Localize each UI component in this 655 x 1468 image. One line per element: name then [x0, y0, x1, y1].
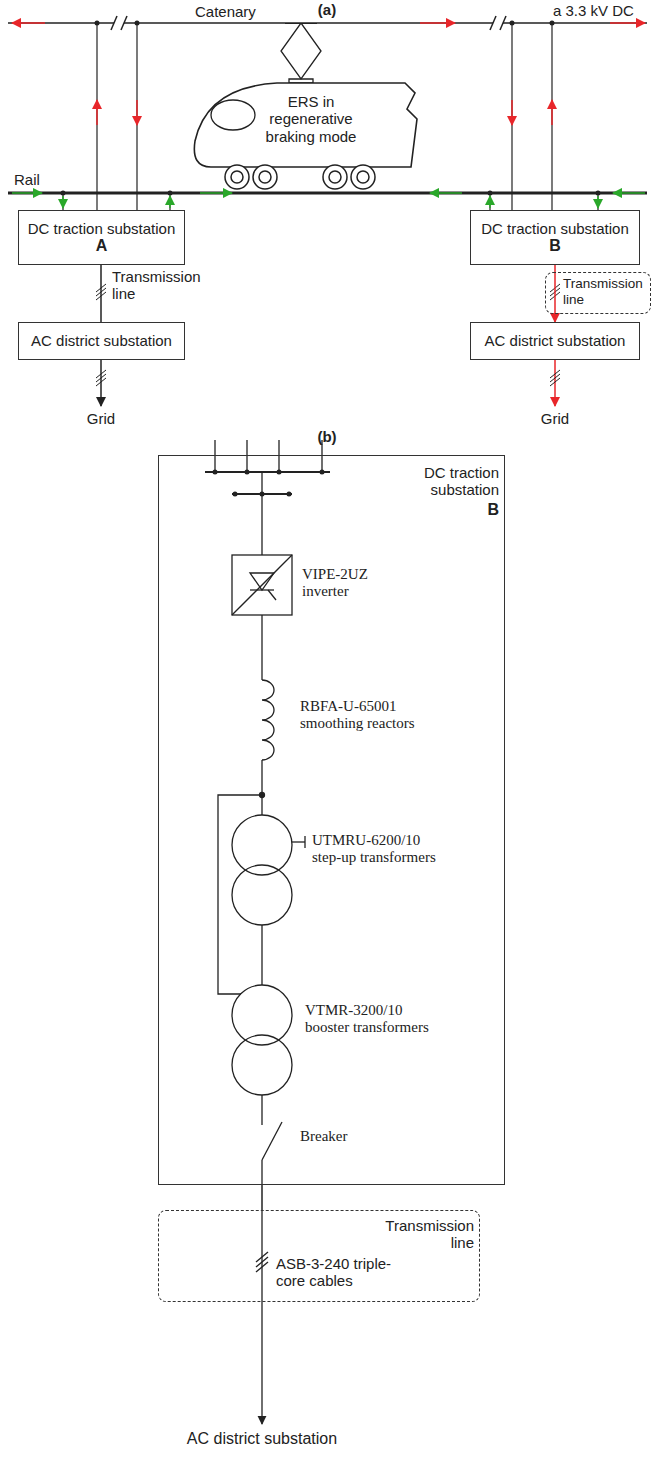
component-label: UTMRU-6200/10 step-up transformers	[312, 832, 452, 867]
junction-dots	[61, 21, 601, 196]
district-substation-box: AC district substation	[18, 322, 185, 360]
outgoing-cable	[256, 1210, 268, 1424]
train-figure: ERS in regenerative braking mode	[185, 23, 420, 190]
grid-label: Grid	[71, 410, 131, 427]
component-label: Breaker	[300, 1128, 390, 1145]
rail	[8, 193, 647, 194]
inverter-symbol	[232, 555, 292, 615]
catenary-wire	[8, 16, 647, 30]
node-title: Transmission line	[563, 276, 649, 307]
node-text: B	[549, 237, 561, 255]
node-title: DC traction substation	[28, 220, 176, 237]
wire-name: Rail	[14, 171, 64, 188]
transmission-line	[100, 265, 102, 322]
component-label: RBFA-U-65001 smoothing reactors	[300, 698, 440, 733]
node-text: A	[96, 237, 108, 255]
bus-dots	[213, 470, 325, 497]
grid-label: Grid	[525, 410, 585, 427]
node-title: ERS in regenerative braking mode	[255, 93, 367, 145]
bus-bars	[205, 440, 330, 555]
node-title: DC traction substation	[399, 464, 499, 499]
smoothing-reactor	[262, 615, 274, 815]
booster-transformer	[232, 985, 292, 1125]
transmission-line-frame: Transmission lineASB-3-240 triple-core c…	[158, 1210, 480, 1302]
feeder-wires	[63, 23, 598, 210]
district-substation-box: AC district substation	[470, 322, 640, 360]
destination-label: AC district substation	[162, 1430, 362, 1448]
panel-label: (a)	[297, 1, 357, 18]
breaker-symbol	[262, 1122, 282, 1185]
node-text: ASB-3-240 triple-core cables	[276, 1255, 408, 1290]
component-label: VTMR-3200/10 booster transformers	[305, 1002, 445, 1037]
node-title: AC district substation	[31, 332, 172, 349]
node-text: B	[399, 501, 499, 519]
voltage-label: a 3.3 kV DC	[553, 2, 648, 19]
wire-name: Catenary	[195, 3, 285, 20]
substation-box: DC traction substationB	[470, 210, 640, 265]
cable-link	[261, 1185, 263, 1210]
rail-current-arrows	[12, 192, 645, 194]
substation-box: DC traction substationA	[18, 210, 185, 265]
node-title: AC district substation	[485, 332, 626, 349]
booster-branch-wire	[218, 793, 265, 995]
panel-label: (b)	[297, 428, 357, 445]
step-up-transformer	[232, 815, 305, 985]
grid-feeds	[101, 360, 555, 406]
component-label: VIPE-2UZ inverter	[302, 566, 397, 601]
node-title: DC traction substation	[481, 220, 629, 237]
connector-label: Transmission line	[112, 268, 204, 303]
transmission-line-frame: Transmission line	[545, 272, 651, 314]
substation-frame: DC traction substationB	[158, 455, 505, 1185]
node-title: Transmission line	[374, 1217, 474, 1252]
